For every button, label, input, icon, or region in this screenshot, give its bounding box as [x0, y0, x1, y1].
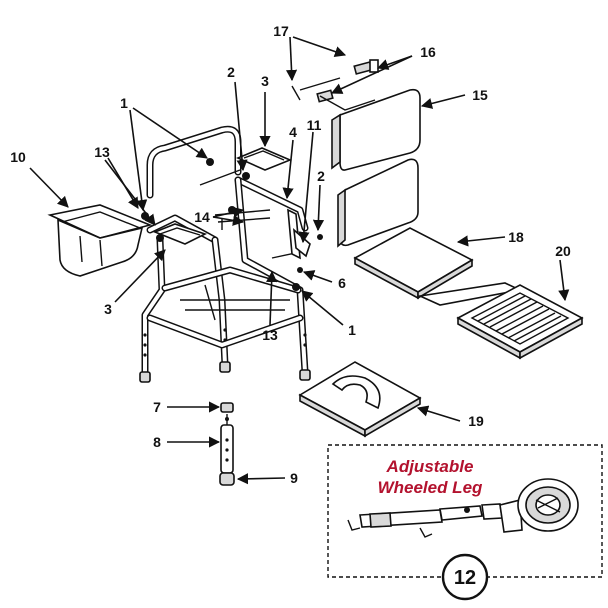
- callout-17: 17: [273, 23, 289, 39]
- back-strap-hardware: [291, 59, 379, 111]
- horseshoe-seat: [298, 361, 422, 438]
- seat-cushion: [353, 227, 474, 300]
- callout-13-bottom: 13: [262, 327, 278, 343]
- callout-6: 6: [338, 275, 346, 291]
- foot-plate: [456, 284, 584, 360]
- callout-10: 10: [10, 149, 26, 165]
- armrest-pad-left: [152, 223, 208, 245]
- callout-1-top: 1: [120, 95, 128, 111]
- leg-parts: [219, 218, 235, 486]
- inset-title-line2: Wheeled Leg: [378, 478, 483, 497]
- backrest-bracket: [287, 208, 311, 260]
- callout-3-bottom: 3: [104, 301, 112, 317]
- callout-16: 16: [420, 44, 436, 60]
- callout-labels: 1 2 3 4 11 2 13 10 14 3 13 6 1 17 16 15 …: [10, 23, 571, 486]
- callout-12: 12: [454, 567, 476, 589]
- back-panel: [331, 88, 421, 171]
- callout-3-top: 3: [261, 73, 269, 89]
- seat-back-lower-panel: [337, 158, 419, 248]
- callout-2-top: 2: [227, 64, 235, 80]
- callout-15: 15: [472, 87, 488, 103]
- callout-2-right: 2: [317, 168, 325, 184]
- callout-20: 20: [555, 243, 571, 259]
- callout-7: 7: [153, 399, 161, 415]
- inset-title-line1: Adjustable: [386, 457, 474, 476]
- callout-11: 11: [307, 117, 322, 133]
- callout-19: 19: [468, 413, 484, 429]
- leader-arrows: [29, 36, 570, 485]
- callout-1-bottom: 1: [348, 322, 356, 338]
- inset-adjustable-wheeled-leg: Adjustable Wheeled Leg 12: [327, 444, 603, 601]
- callout-4: 4: [289, 124, 297, 140]
- armrest-pad-right: [235, 147, 293, 171]
- callout-14: 14: [194, 209, 210, 225]
- callout-18: 18: [508, 229, 524, 245]
- callout-9: 9: [290, 470, 298, 486]
- callout-13-top: 13: [94, 144, 110, 160]
- commode-bucket: [47, 204, 153, 277]
- callout-8: 8: [153, 434, 161, 450]
